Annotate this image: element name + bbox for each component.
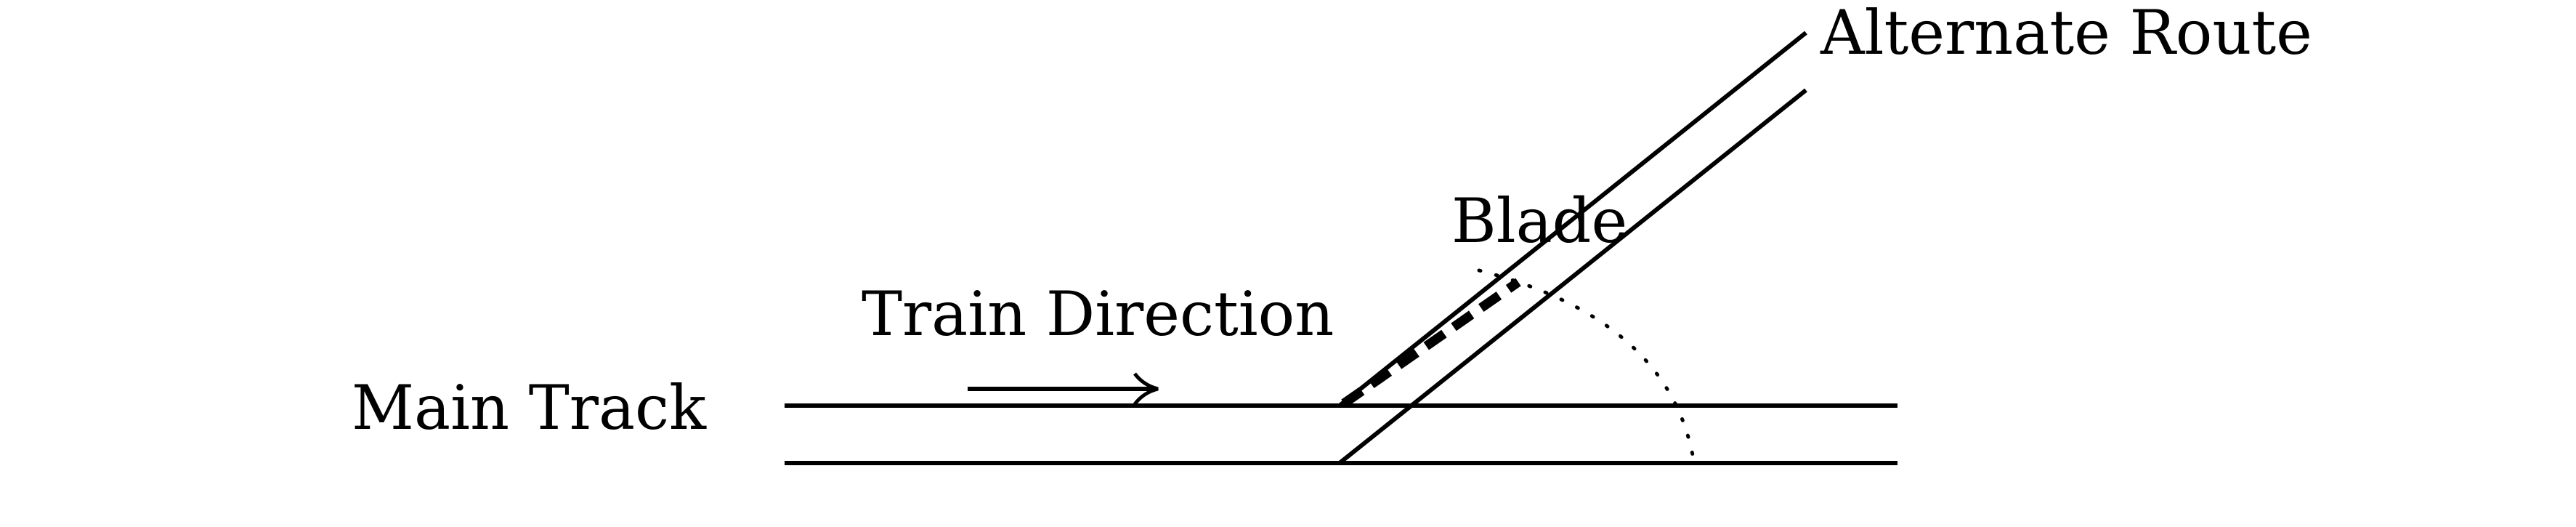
main-track-label: Main Track: [352, 372, 707, 443]
alternate-route-upper-rail: [1338, 31, 1807, 408]
blade-swing-arc: [1477, 268, 1696, 465]
blade-label: Blade: [1451, 185, 1627, 257]
blade-dashed-line: [1341, 278, 1521, 408]
alternate-route-label: Alternate Route: [1820, 0, 2312, 68]
train-direction-label: Train Direction: [862, 278, 1334, 350]
right-arrow-icon: [968, 372, 1159, 406]
alternate-route-lower-rail: [1338, 88, 1807, 465]
